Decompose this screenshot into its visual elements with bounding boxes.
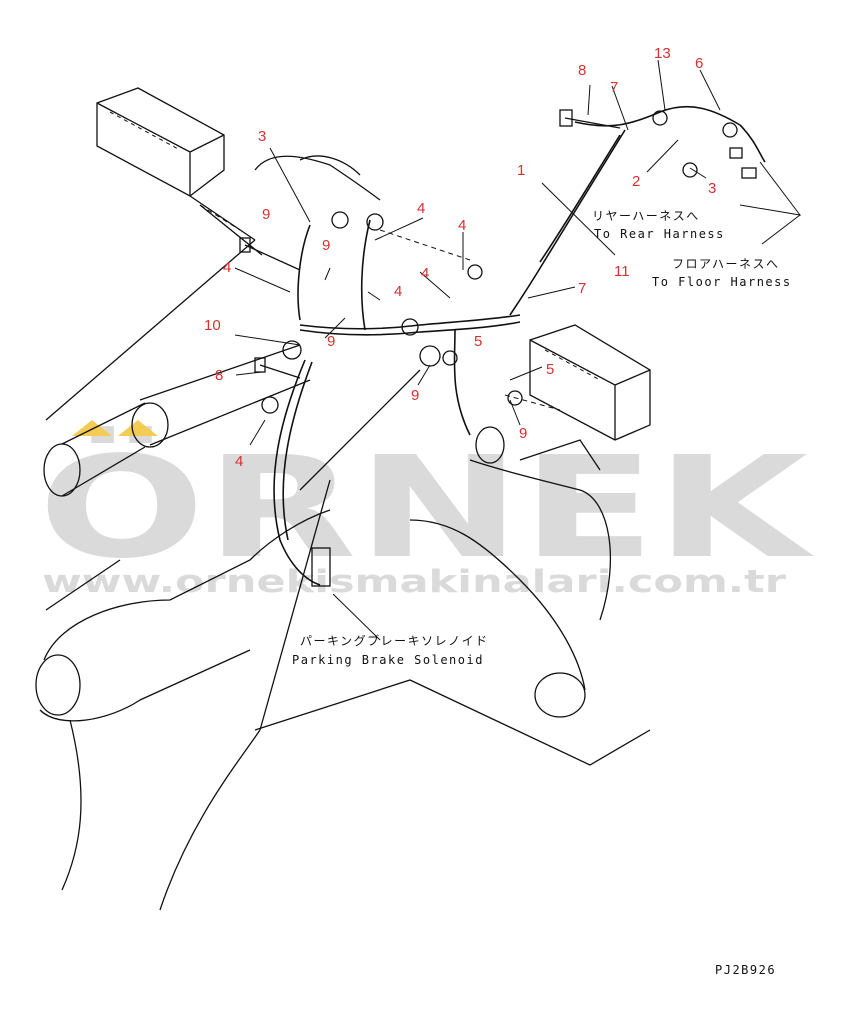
watermark-accent-left <box>72 420 112 436</box>
part-number-4c: 4 <box>417 200 425 217</box>
arm-top <box>254 155 381 201</box>
part-number-4f: 4 <box>235 453 243 470</box>
right-lift-arm <box>409 519 586 691</box>
part-number-9a: 9 <box>262 206 270 223</box>
body-lower <box>254 679 651 766</box>
frame-rail <box>189 195 263 256</box>
part-number-8a: 8 <box>578 62 586 79</box>
part-number-10: 9 <box>327 333 335 350</box>
upper-left-block <box>96 87 225 197</box>
left-lift-arm <box>43 509 331 661</box>
callout-parking-brake-en: Parking Brake Solenoid <box>292 653 484 667</box>
callout-rear-harness-en: To Rear Harness <box>594 227 725 241</box>
part-number-9c: 9 <box>411 387 419 404</box>
part-number-4e: 4 <box>421 265 429 282</box>
wire-harness <box>239 105 766 587</box>
part-number-4b: 4 <box>223 259 231 276</box>
watermark-brand: ÖRNEK <box>38 425 814 590</box>
part-number-4d: 4 <box>458 217 466 234</box>
part-number-1: 1 <box>517 162 525 179</box>
callout-floor-harness-jp: フロアハーネスへ <box>672 257 780 271</box>
part-number-3: 3 <box>708 180 716 197</box>
part-number-5a: 4 <box>394 283 402 300</box>
drawing-code: PJ2B926 <box>715 963 776 977</box>
part-number-9b: 9 <box>322 237 330 254</box>
part-number-5b: 5 <box>474 333 482 350</box>
hydraulic-cylinder <box>139 344 311 446</box>
callout-parking-brake-jp: パーキングブレーキソレノイド <box>300 633 489 648</box>
part-number-6: 6 <box>695 55 703 72</box>
callouts: リヤーハーネスへ To Rear Harness フロアハーネスへ To Flo… <box>292 209 792 977</box>
callout-rear-harness-jp: リヤーハーネスへ <box>592 209 700 223</box>
machine-outline <box>35 87 651 911</box>
watermark-url: www.ornekismakinalari.com.tr <box>42 564 787 600</box>
solenoid-mount <box>475 426 505 464</box>
part-number-7b: 7 <box>578 280 586 297</box>
parking-brake-solenoid <box>311 547 331 587</box>
callout-floor-harness-en: To Floor Harness <box>652 275 792 289</box>
part-number-11: 10 <box>204 317 221 334</box>
watermark-accent-right <box>118 420 158 436</box>
part-number-4a: 3 <box>258 128 266 145</box>
part-number-7a: 7 <box>610 79 618 96</box>
cylinder-end <box>131 402 169 448</box>
part-number-9d: 9 <box>519 425 527 442</box>
watermark: ÖRNEK www.ornekismakinalari.com.tr <box>38 420 814 600</box>
part-number-8b: 8 <box>215 367 223 384</box>
part-number-13: 13 <box>654 45 671 62</box>
right-block <box>529 324 651 441</box>
part-number-2: 2 <box>632 173 640 190</box>
part-number-5c: 5 <box>546 361 554 378</box>
leader-lines <box>234 59 802 641</box>
part-number-labels: 3 9 9 4 10 9 8 4 4 4 4 4 5 5 9 9 1 11 7 … <box>204 45 716 470</box>
part-number-12: 11 <box>614 263 630 280</box>
